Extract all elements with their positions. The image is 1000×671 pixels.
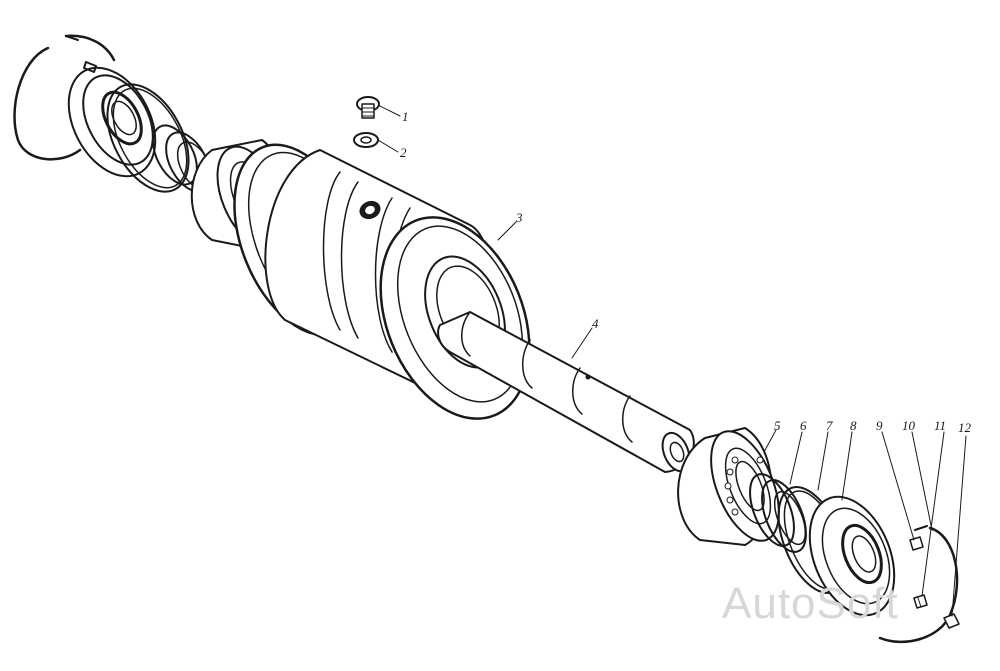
callout-12: 12: [958, 420, 972, 435]
right-bearing-part-5: [677, 427, 780, 546]
screw-part-11: [913, 594, 928, 609]
callout-10: 10: [902, 418, 916, 433]
callout-7: 7: [826, 418, 833, 433]
main-housing: [233, 143, 531, 420]
right-cover-part-8: [808, 495, 896, 617]
right-seal-part-6: [749, 473, 807, 553]
watermark-text: AutoSoft: [722, 579, 899, 628]
left-spring-ring: [106, 83, 190, 193]
callouts: 1 2 3 4 5 6 7 8 9 10 11 12: [400, 109, 972, 435]
callout-11: 11: [934, 418, 946, 433]
washer-part-2: [353, 132, 379, 148]
callout-1: 1: [402, 109, 409, 124]
pin-part-12: [943, 613, 960, 629]
callout-5: 5: [774, 418, 781, 433]
drive-shaft: [437, 311, 695, 473]
screw-part-9: [909, 536, 924, 551]
callout-9: 9: [876, 418, 883, 433]
callout-4: 4: [592, 316, 599, 331]
left-cover-assembly: [67, 66, 157, 178]
callout-6: 6: [800, 418, 807, 433]
callout-3: 3: [515, 210, 523, 225]
leader-lines: [377, 105, 967, 617]
bolt-part-1: [356, 96, 380, 119]
callout-2: 2: [400, 145, 407, 160]
left-snap-ring: [13, 34, 116, 161]
callout-8: 8: [850, 418, 857, 433]
